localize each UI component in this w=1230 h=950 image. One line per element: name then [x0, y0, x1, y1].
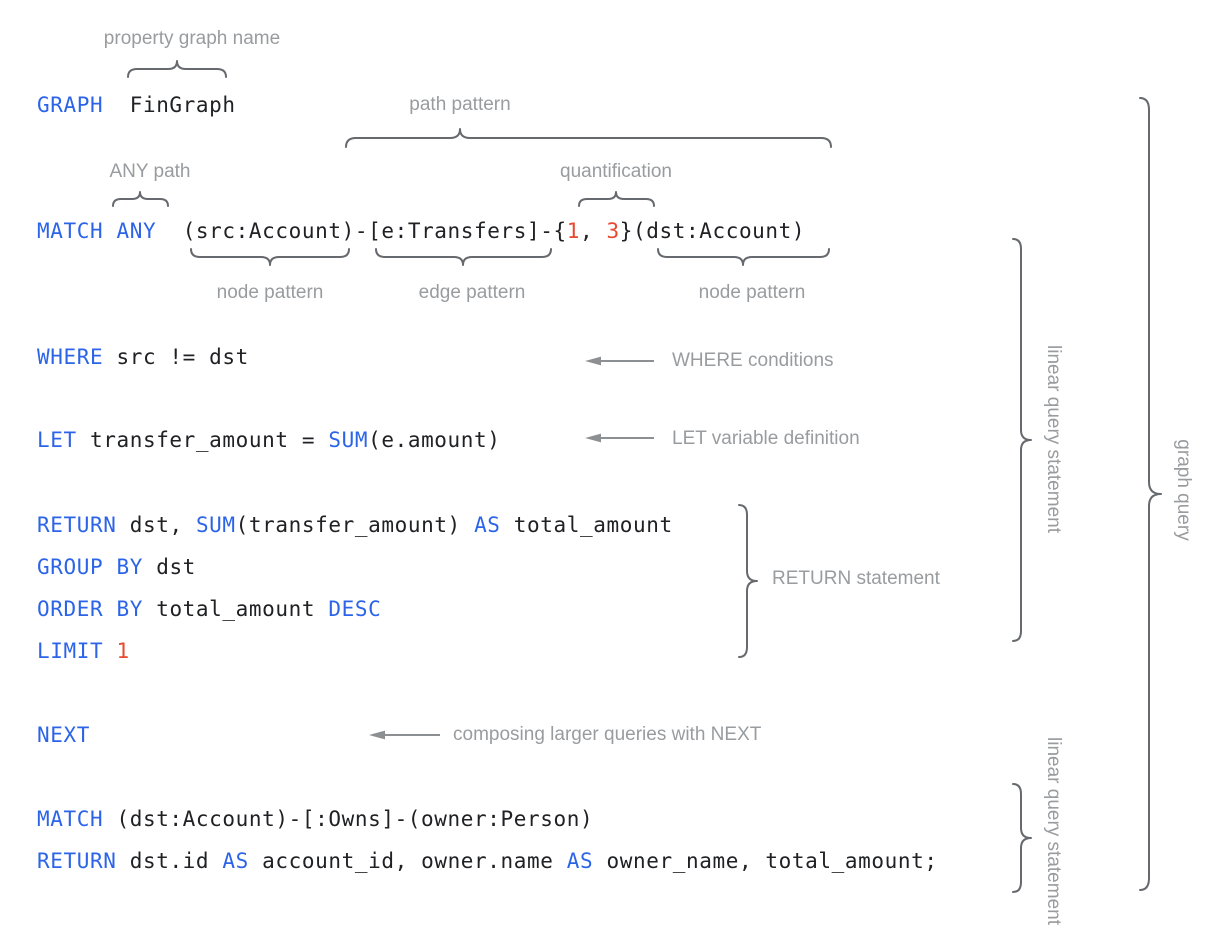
- code-token-kw: RETURN: [37, 849, 117, 873]
- code-line-order-by: ORDER BY total_amount DESC: [37, 596, 381, 622]
- code-line-next: NEXT: [37, 722, 90, 748]
- code-token-kw: MATCH ANY: [37, 219, 157, 243]
- code-line-limit: LIMIT 1: [37, 638, 130, 664]
- code-line-final-return: RETURN dst.id AS account_id, owner.name …: [37, 848, 938, 874]
- code-token-kw: LET: [37, 428, 77, 452]
- brace-path-pattern: [345, 128, 832, 148]
- code-line-match-owns: MATCH (dst:Account)-[:Owns]-(owner:Perso…: [37, 806, 593, 832]
- code-token-pl: total_amount: [142, 597, 329, 621]
- code-token-pl: src != dst: [103, 345, 249, 369]
- brace-edge-pattern: [375, 248, 552, 266]
- code-token-pl: (src:Account)-[e:Transfers]-{: [156, 219, 567, 243]
- label-property-graph-name: property graph name: [103, 28, 281, 49]
- code-line-return: RETURN dst, SUM(transfer_amount) AS tota…: [37, 512, 673, 538]
- label-edge-pattern: edge pattern: [418, 282, 526, 303]
- brace-return-statement: [738, 504, 758, 658]
- label-node-pattern-right: node pattern: [698, 282, 806, 303]
- code-token-num: 1: [566, 219, 580, 243]
- brace-linear-query-statement-1: [1012, 238, 1032, 642]
- code-token-kw: NEXT: [37, 723, 90, 747]
- code-line-group-by: GROUP BY dst: [37, 554, 196, 580]
- brace-property-graph-name: [127, 60, 227, 78]
- label-node-pattern-left: node pattern: [216, 282, 324, 303]
- code-line-match-any: MATCH ANY (src:Account)-[e:Transfers]-{1…: [37, 218, 805, 244]
- label-quantification: quantification: [560, 161, 672, 182]
- code-token-num: 3: [606, 219, 620, 243]
- label-linear-query-statement-2: linear query statement: [1043, 737, 1064, 925]
- let-arrow: [585, 433, 654, 443]
- code-token-pl: [103, 639, 116, 663]
- label-let-definition: LET variable definition: [672, 428, 860, 449]
- code-token-kw: GRAPH: [37, 93, 104, 117]
- code-token-kw: AS: [474, 513, 501, 537]
- code-token-kw: GROUP BY: [37, 555, 143, 579]
- code-token-kw: RETURN: [37, 513, 117, 537]
- code-token-pl: owner_name, total_amount;: [593, 849, 938, 873]
- code-token-kw: DESC: [328, 597, 382, 621]
- code-token-num: 1: [116, 639, 130, 663]
- code-token-kw: LIMIT: [37, 639, 104, 663]
- next-arrow: [369, 730, 440, 740]
- code-line-graph: GRAPH FinGraph: [37, 92, 236, 118]
- label-where-conditions: WHERE conditions: [672, 350, 834, 371]
- code-token-kw: SUM: [195, 513, 236, 537]
- code-token-pl: dst,: [116, 513, 196, 537]
- label-linear-query-statement-1: linear query statement: [1043, 345, 1064, 533]
- code-token-pl: }(dst:Account): [619, 219, 806, 243]
- code-line-let: LET transfer_amount = SUM(e.amount): [37, 427, 501, 453]
- code-token-pl: transfer_amount =: [76, 428, 329, 452]
- code-token-kw: AS: [222, 849, 249, 873]
- brace-graph-query: [1139, 97, 1162, 891]
- code-token-pl: account_id, owner.name: [248, 849, 567, 873]
- code-line-where: WHERE src != dst: [37, 344, 249, 370]
- code-token-pl: (dst:Account)-[:Owns]-(owner:Person): [103, 807, 594, 831]
- code-token-pl: ,: [580, 219, 607, 243]
- code-token-kw: WHERE: [37, 345, 104, 369]
- code-token-pl: dst.id: [116, 849, 223, 873]
- brace-node-pattern-right: [657, 248, 830, 266]
- code-token-kw: MATCH: [37, 807, 104, 831]
- label-path-pattern: path pattern: [409, 94, 511, 115]
- brace-linear-query-statement-2: [1012, 783, 1032, 893]
- code-token-kw: AS: [566, 849, 594, 873]
- code-token-kw: SUM: [328, 428, 369, 452]
- brace-any-path: [112, 191, 169, 207]
- label-next-note: composing larger queries with NEXT: [453, 724, 762, 745]
- where-arrow: [585, 356, 654, 366]
- code-token-pl: (e.amount): [368, 428, 501, 452]
- code-token-pl: FinGraph: [103, 93, 236, 117]
- brace-quantification: [578, 191, 655, 207]
- label-any-path: ANY path: [109, 161, 191, 182]
- code-token-pl: total_amount: [500, 513, 673, 537]
- label-return-statement: RETURN statement: [772, 568, 940, 589]
- code-token-kw: ORDER BY: [37, 597, 143, 621]
- label-graph-query: graph query: [1173, 439, 1194, 541]
- code-token-pl: (transfer_amount): [235, 513, 475, 537]
- brace-node-pattern-left: [190, 248, 350, 266]
- code-token-pl: dst: [142, 555, 196, 579]
